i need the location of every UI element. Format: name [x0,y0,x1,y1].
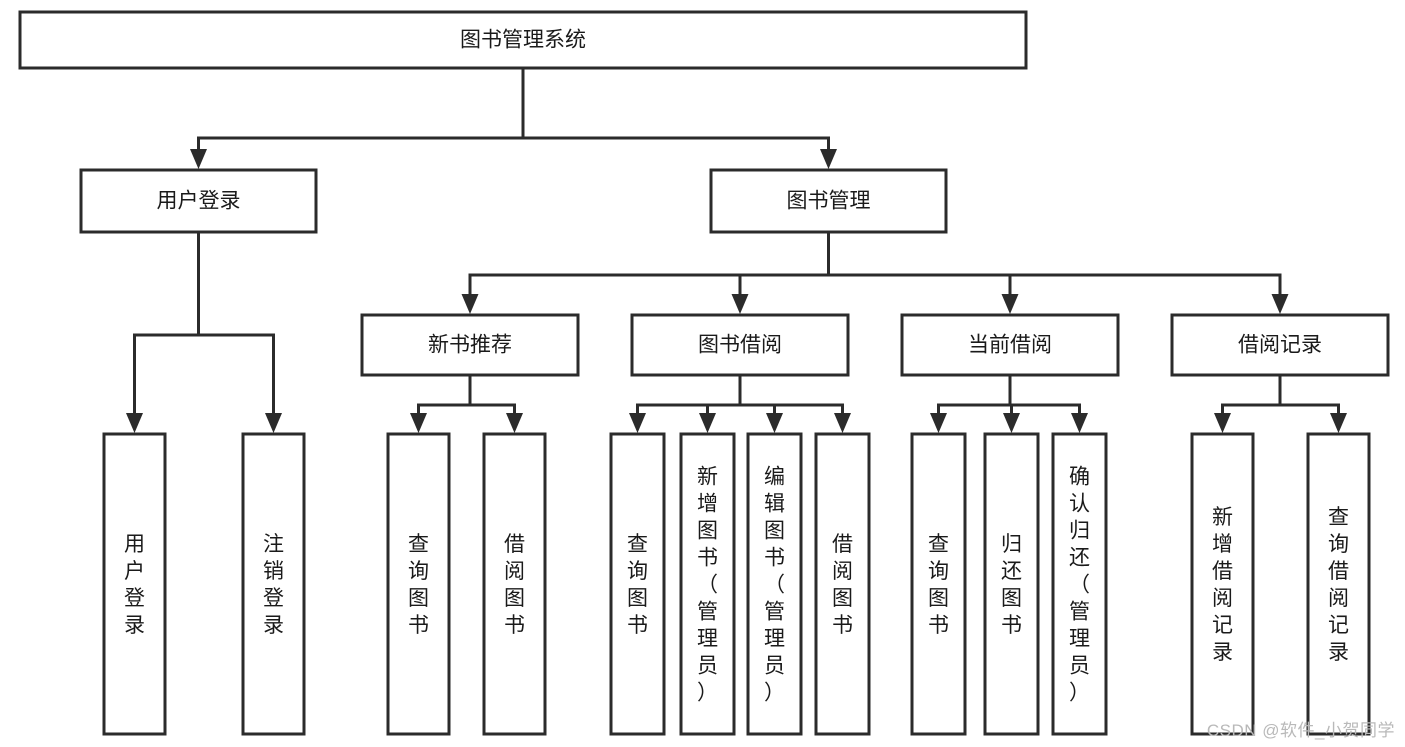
node-leaf-query-book-rec[interactable]: 查询图书 [386,432,451,736]
node-label-leaf-user-login: 用户登录 [124,533,145,637]
node-leaf-edit-book[interactable]: 编辑图书（管理员） [746,432,803,736]
node-leaf-borrow-book[interactable]: 借阅图书 [814,432,871,736]
connector-layer [126,66,1347,433]
node-box-book-borrow[interactable] [630,313,850,377]
node-label-book-manage: 图书管理 [787,190,871,213]
node-book-borrow[interactable]: 图书借阅 [630,313,850,377]
node-label-book-borrow: 图书借阅 [698,334,782,357]
node-leaf-logout[interactable]: 注销登录 [241,432,306,736]
node-label-leaf-query-book-rec: 查询图书 [408,533,429,637]
node-label-leaf-logout: 注销登录 [263,533,284,637]
node-label-leaf-edit-book: 编辑图书（管理员） [764,466,785,705]
node-label-leaf-borrow-book-rec: 借阅图书 [504,533,525,637]
node-label-root: 图书管理系统 [460,29,586,52]
node-box-leaf-query-book-cur[interactable] [910,432,967,736]
node-label-leaf-query-record: 查询借阅记录 [1328,506,1349,664]
node-leaf-query-book-cur[interactable]: 查询图书 [910,432,967,736]
connector-group-root [190,66,837,169]
node-label-leaf-return-book: 归还图书 [1001,533,1022,637]
node-label-leaf-add-record: 新增借阅记录 [1212,506,1233,664]
node-box-leaf-edit-book[interactable] [746,432,803,736]
node-box-leaf-borrow-book-rec[interactable] [482,432,547,736]
node-borrow-record[interactable]: 借阅记录 [1170,313,1390,377]
node-leaf-confirm-return[interactable]: 确认归还（管理员） [1051,432,1108,736]
node-new-book-rec[interactable]: 新书推荐 [360,313,580,377]
node-root[interactable]: 图书管理系统 [18,10,1028,70]
node-leaf-query-book-borrow[interactable]: 查询图书 [609,432,666,736]
node-label-leaf-add-book: 新增图书（管理员） [697,466,718,705]
connector-group-book-borrow [629,373,851,433]
node-box-leaf-add-record[interactable] [1190,432,1255,736]
node-box-leaf-confirm-return[interactable] [1051,432,1108,736]
node-box-leaf-logout[interactable] [241,432,306,736]
node-leaf-query-record[interactable]: 查询借阅记录 [1306,432,1371,736]
node-leaf-borrow-book-rec[interactable]: 借阅图书 [482,432,547,736]
node-box-leaf-borrow-book[interactable] [814,432,871,736]
node-label-new-book-rec: 新书推荐 [428,334,512,357]
connector-group-book-manage [461,230,1289,314]
node-box-borrow-record[interactable] [1170,313,1390,377]
node-box-book-manage[interactable] [709,168,948,234]
connector-group-user-login [126,230,282,433]
node-leaf-return-book[interactable]: 归还图书 [983,432,1040,736]
node-label-borrow-record: 借阅记录 [1238,334,1322,357]
node-label-user-login: 用户登录 [157,190,241,213]
node-leaf-add-book[interactable]: 新增图书（管理员） [679,432,736,736]
node-box-root[interactable] [18,10,1028,70]
node-user-login[interactable]: 用户登录 [79,168,318,234]
node-label-leaf-query-book-borrow: 查询图书 [627,533,648,637]
node-label-leaf-confirm-return: 确认归还（管理员） [1069,466,1090,705]
node-box-leaf-user-login[interactable] [102,432,167,736]
node-leaf-user-login[interactable]: 用户登录 [102,432,167,736]
node-label-leaf-query-book-cur: 查询图书 [928,533,949,637]
node-current-borrow[interactable]: 当前借阅 [900,313,1120,377]
node-leaf-add-record[interactable]: 新增借阅记录 [1190,432,1255,736]
connector-group-new-book-rec [410,373,523,433]
node-layer: 图书管理系统用户登录图书管理新书推荐图书借阅当前借阅借阅记录用户登录注销登录查询… [18,10,1390,736]
node-book-manage[interactable]: 图书管理 [709,168,948,234]
node-box-leaf-query-book-rec[interactable] [386,432,451,736]
connector-group-borrow-record [1214,373,1347,433]
node-box-current-borrow[interactable] [900,313,1120,377]
node-box-leaf-query-book-borrow[interactable] [609,432,666,736]
node-box-user-login[interactable] [79,168,318,234]
node-box-leaf-add-book[interactable] [679,432,736,736]
node-box-new-book-rec[interactable] [360,313,580,377]
node-box-leaf-return-book[interactable] [983,432,1040,736]
node-label-current-borrow: 当前借阅 [968,334,1052,357]
node-label-leaf-borrow-book: 借阅图书 [832,533,853,637]
node-box-leaf-query-record[interactable] [1306,432,1371,736]
connector-group-current-borrow [930,373,1088,433]
